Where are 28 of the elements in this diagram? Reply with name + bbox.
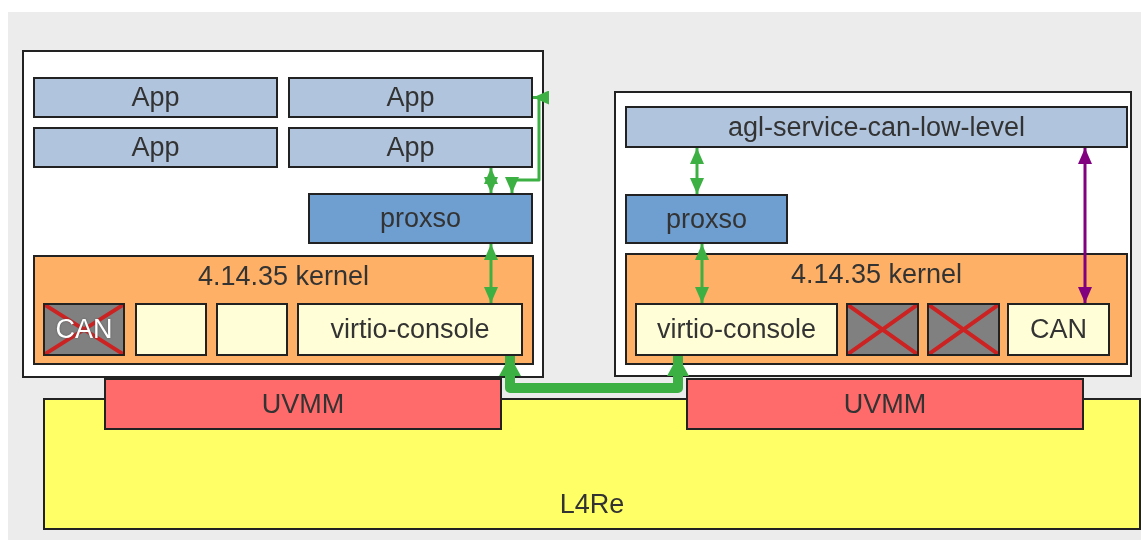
double-arrow: [690, 148, 704, 194]
box-title: 4.14.35 kernel: [790, 259, 963, 290]
double-arrow: [505, 90, 549, 193]
uvmm-box: UVMM: [104, 378, 502, 430]
app-box: App: [33, 77, 278, 118]
kernel-box: [33, 255, 534, 365]
virtio-console-box: virtio-console: [635, 303, 838, 356]
uvmm-box: UVMM: [686, 378, 1084, 430]
virtual-machine-box: [614, 91, 1132, 377]
thick-arrow: [499, 356, 689, 393]
driver-box: [216, 303, 288, 356]
virtual-machine-box: [22, 50, 544, 378]
app-box: App: [33, 127, 278, 168]
driver-box: [135, 303, 207, 356]
app-box: App: [288, 77, 533, 118]
double-arrow: [484, 244, 498, 303]
driver-box: CAN: [1007, 303, 1110, 356]
double-arrow: [1078, 148, 1092, 303]
box-title: 4.14.35 kernel: [197, 261, 370, 292]
kernel-box: [625, 253, 1128, 365]
proxso-box: proxso: [625, 194, 788, 244]
app-box: App: [288, 127, 533, 168]
double-arrow: [695, 244, 709, 303]
layer-name: L4Re: [559, 489, 625, 520]
double-arrow: [484, 168, 498, 193]
service-box: agl-service-can-low-level: [625, 106, 1128, 148]
virtio-console-box: virtio-console: [297, 303, 523, 356]
proxso-box: proxso: [308, 193, 533, 244]
